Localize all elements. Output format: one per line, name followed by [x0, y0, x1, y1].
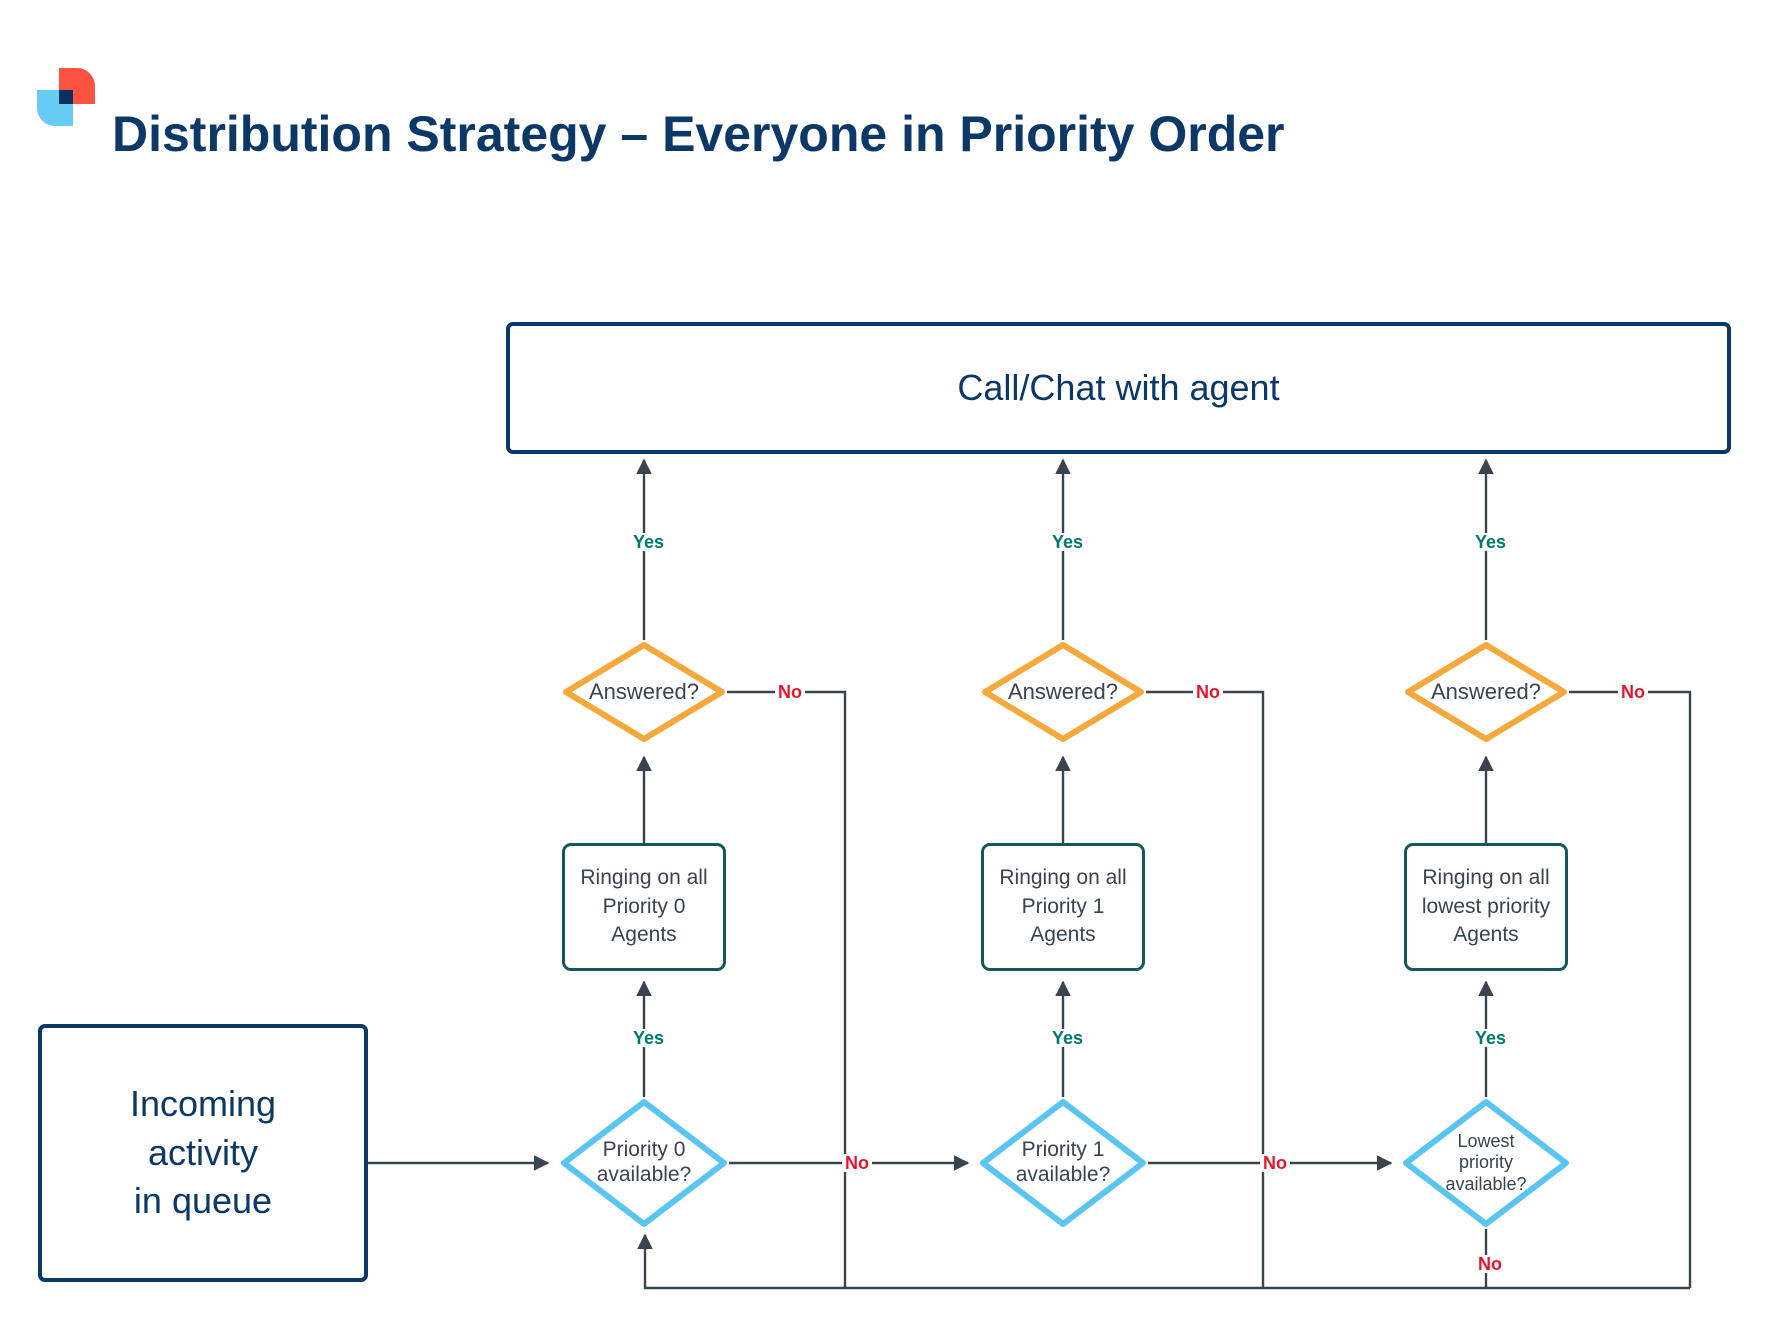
answered-decision-1[interactable]: Answered? [980, 640, 1146, 744]
edge-label-no-available-2: No [1475, 1255, 1505, 1273]
availability-0-line-2: available? [596, 1163, 692, 1186]
call-chat-with-agent-node[interactable]: Call/Chat with agent [506, 322, 1731, 454]
availability-diamond-shape-1 [980, 1099, 1146, 1227]
ringing-process-1-line-1: Ringing on all [999, 866, 1127, 890]
edge-label-no-available-0: No [842, 1154, 872, 1172]
incoming-activity-line-2: activity [147, 1131, 258, 1173]
ringing-process-label-0: Ringing on all Priority 0 Agents [580, 864, 707, 949]
answered-decision-label-0: Answered? [588, 679, 700, 705]
edge-label-no-answered-2: No [1618, 683, 1648, 701]
incoming-activity-line-3: in queue [133, 1180, 273, 1222]
availability-2-line-1: Lowest [1457, 1131, 1515, 1152]
availability-1-line-1: Priority 1 [1021, 1138, 1105, 1162]
incoming-activity-node[interactable]: Incoming activity in queue [38, 1024, 368, 1282]
answered-diamond-shape-2 [1405, 642, 1567, 742]
availability-diamond-shape-0 [561, 1099, 727, 1227]
availability-decision-label-2: Lowest priority available? [1401, 1097, 1571, 1229]
call-chat-with-agent-label: Call/Chat with agent [957, 367, 1280, 408]
availability-decision-1[interactable]: Priority 1 available? [978, 1097, 1148, 1229]
incoming-activity-line-1: Incoming [129, 1083, 277, 1125]
ringing-process-1-line-3: Agents [1030, 923, 1096, 947]
answered-diamond-shape-0 [563, 642, 725, 742]
ringing-process-0-line-3: Agents [611, 923, 677, 947]
company-logo [33, 68, 97, 132]
ringing-process-label-1: Ringing on all Priority 1 Agents [999, 864, 1126, 949]
availability-1-line-2: available? [1015, 1163, 1111, 1186]
ringing-process-0[interactable]: Ringing on all Priority 0 Agents [562, 843, 726, 971]
ringing-process-2-line-3: Agents [1453, 923, 1519, 947]
edge-label-yes-available-2: Yes [1472, 1029, 1510, 1047]
edge-label-no-answered-0: No [775, 683, 805, 701]
edge-label-no-available-1: No [1260, 1154, 1290, 1172]
edge-label-yes-answered-1: Yes [1049, 533, 1087, 551]
ringing-process-0-line-2: Priority 0 [602, 894, 686, 918]
edge-label-no-answered-1: No [1193, 683, 1223, 701]
logo-navy-overlap-shape [59, 90, 73, 104]
edge-label-yes-answered-0: Yes [630, 533, 668, 551]
edge-label-yes-available-1: Yes [1049, 1029, 1087, 1047]
availability-decision-label-0: Priority 0 available? [559, 1097, 729, 1229]
edge-label-yes-answered-2: Yes [1472, 533, 1510, 551]
ringing-process-2[interactable]: Ringing on all lowest priority Agents [1404, 843, 1568, 971]
answered-decision-2[interactable]: Answered? [1403, 640, 1569, 744]
answered-diamond-shape-1 [982, 642, 1144, 742]
page-title: Distribution Strategy – Everyone in Prio… [112, 106, 1285, 162]
answered-decision-label-1: Answered? [1007, 679, 1119, 705]
availability-2-line-3: available? [1445, 1173, 1527, 1194]
edge-label-yes-available-0: Yes [630, 1029, 668, 1047]
availability-decision-label-1: Priority 1 available? [978, 1097, 1148, 1229]
ringing-process-0-line-1: Ringing on all [580, 866, 708, 890]
incoming-activity-label: Incoming activity in queue [130, 1080, 276, 1226]
ringing-process-1-line-2: Priority 1 [1021, 894, 1105, 918]
availability-2-line-2: priority [1458, 1152, 1513, 1173]
availability-decision-0[interactable]: Priority 0 available? [559, 1097, 729, 1229]
availability-diamond-shape-2 [1403, 1099, 1569, 1227]
availability-0-line-1: Priority 0 [602, 1138, 686, 1162]
ringing-process-1[interactable]: Ringing on all Priority 1 Agents [981, 843, 1145, 971]
answered-decision-0[interactable]: Answered? [561, 640, 727, 744]
ringing-process-2-line-1: Ringing on all [1422, 866, 1550, 890]
answered-decision-label-2: Answered? [1430, 679, 1542, 705]
ringing-process-label-2: Ringing on all lowest priority Agents [1422, 864, 1550, 949]
ringing-process-2-line-2: lowest priority [1421, 894, 1551, 918]
availability-decision-2[interactable]: Lowest priority available? [1401, 1097, 1571, 1229]
